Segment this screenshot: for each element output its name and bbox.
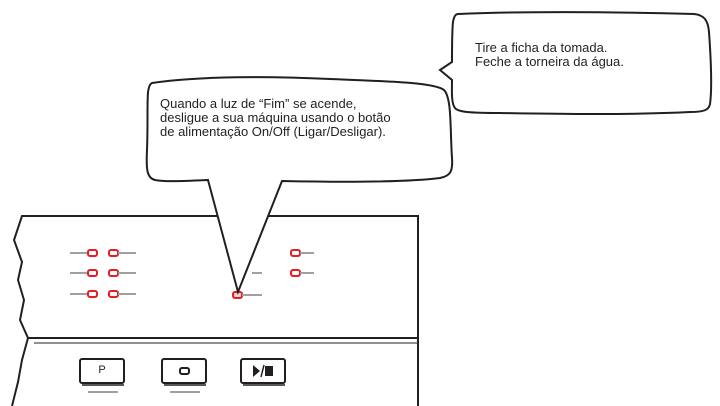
callout-left-line: Quando a luz de “Fim” se acende, xyxy=(160,96,357,111)
program-led xyxy=(87,269,98,277)
callout-left-text: Quando a luz de “Fim” se acende, desligu… xyxy=(160,97,391,139)
play-pause-icon xyxy=(253,364,273,378)
control-panel-outline xyxy=(12,215,419,339)
start-pause-button[interactable] xyxy=(240,358,286,386)
callout-right-line: Tire a ficha da tomada. xyxy=(475,40,608,55)
program-button[interactable] xyxy=(79,358,125,393)
callout-left-line: desligue a sua máquina usando o botão xyxy=(160,110,391,125)
program-led xyxy=(87,249,98,257)
callout-right-line: Feche a torneira da água. xyxy=(475,54,624,69)
button-strip-outline xyxy=(11,337,29,406)
program-button-label: P xyxy=(98,364,106,376)
program-indicators xyxy=(70,249,136,298)
stop-icon xyxy=(179,367,190,375)
callout-left-line: de alimentação On/Off (Ligar/Desligar). xyxy=(160,124,386,139)
callout-bubble-left xyxy=(145,76,454,296)
stop-button[interactable] xyxy=(161,358,207,393)
option-indicators xyxy=(290,249,314,277)
program-led xyxy=(87,290,98,298)
callout-right-text: Tire a ficha da tomada. Feche a torneira… xyxy=(475,41,624,69)
callout-bubble-right xyxy=(438,11,713,115)
